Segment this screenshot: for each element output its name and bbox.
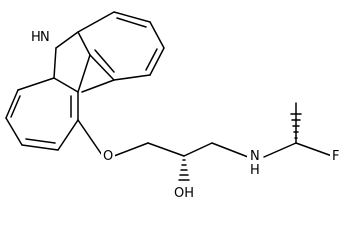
upper-benzene-ring xyxy=(77,11,165,81)
fluorine-label: F xyxy=(332,149,339,164)
amine-nitrogen-label: N xyxy=(250,149,260,164)
hydroxyl-label: OH xyxy=(174,186,194,201)
nh-nitrogen-label: N xyxy=(40,30,50,45)
stereo-hash-wedge-oh xyxy=(178,159,190,181)
label-amine: N H xyxy=(247,147,263,178)
label-ether-oxygen: O xyxy=(101,146,115,164)
stereo-hash-wedge-methyl xyxy=(290,113,302,139)
molecule-structure: H N O OH N H F xyxy=(5,11,343,201)
label-fluorine: F xyxy=(330,146,343,164)
nh-hydrogen-label: H xyxy=(31,30,41,45)
lower-benzene-ring xyxy=(5,77,79,151)
label-nh: H N xyxy=(30,28,52,45)
label-hydroxyl: OH xyxy=(172,183,196,201)
pyrrole-ring xyxy=(53,31,115,93)
ether-oxygen-label: O xyxy=(103,149,113,164)
side-chain xyxy=(77,102,333,158)
amine-hydrogen-label: H xyxy=(250,163,260,178)
